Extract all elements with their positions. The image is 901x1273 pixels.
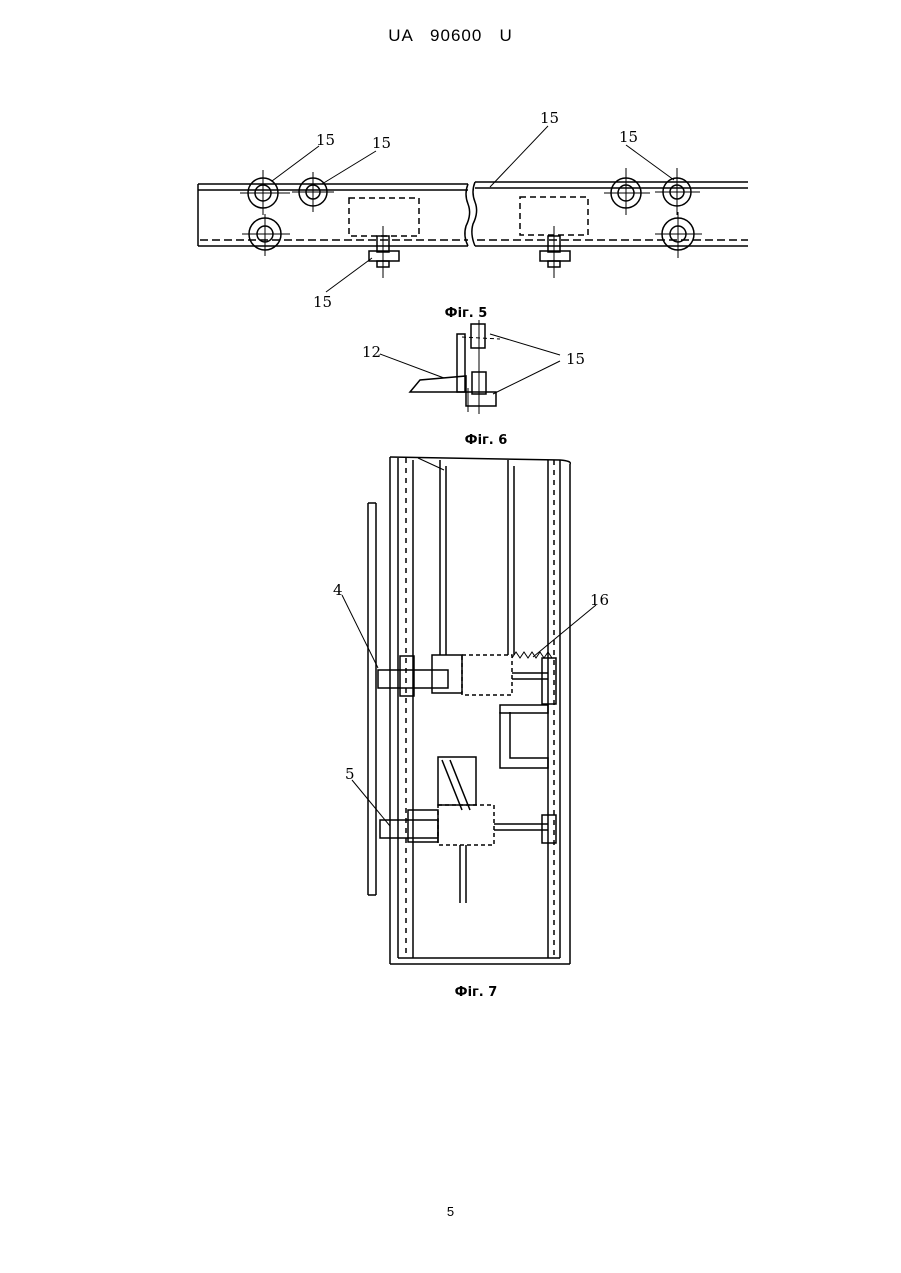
- fig7-label-16: 16: [590, 591, 609, 609]
- figure-7-drawing: 4 16 5: [0, 0, 901, 980]
- fig7-label-5: 5: [345, 765, 355, 783]
- fig7-label-4: 4: [333, 581, 343, 599]
- figure-7-caption: Фіг. 7: [416, 985, 536, 1000]
- page-number: 5: [0, 1204, 901, 1219]
